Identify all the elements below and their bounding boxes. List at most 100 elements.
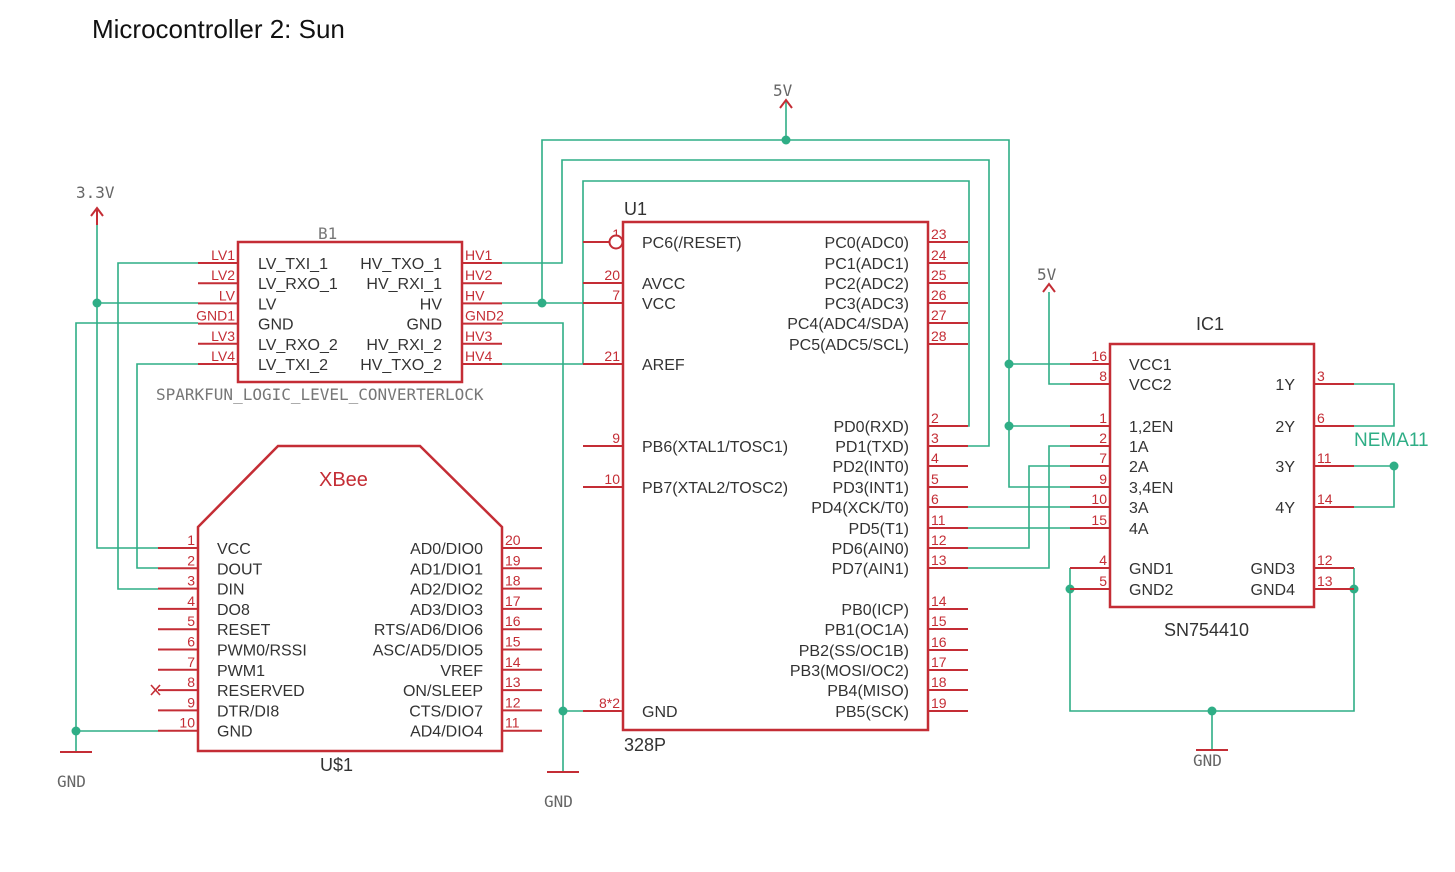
ic1-left-pin-name: 1A [1129,439,1149,456]
u1-right-pin-name: PD0(RXD) [833,419,909,436]
u1-left-pin-name: AVCC [642,276,685,293]
gnd-u1: GND [544,771,579,811]
u1-left-pin-number: 7 [612,287,620,303]
xbee-right-pin-number: 15 [505,634,521,650]
ic1-left-pin-name: GND1 [1129,561,1174,578]
ic1-right-pin-name: 4Y [1275,500,1295,517]
u1-value: 328P [624,735,666,755]
u1-right-pin-name: PB5(SCK) [835,704,909,721]
junction-u1-gnd [558,706,568,716]
b1-converter: B1 SPARKFUN_LOGIC_LEVEL_CONVERTERLOCK LV… [156,224,504,404]
power-3v3: 3.3V [76,183,115,225]
b1-left-pin-number: GND1 [196,308,235,324]
ic1-left-pin-number: 1 [1099,410,1107,426]
u1-right-pin-name: PD3(INT1) [833,480,909,497]
xbee-left-pin-number: 10 [179,715,195,731]
xbee-left-pin-number: 9 [187,694,195,710]
xbee-left-pin-number: 1 [187,532,195,548]
xbee-left-pins: 1VCC2DOUT3DIN4DO85RESET6PWM0/RSSI7PWM18R… [158,532,307,741]
xbee-left-pin-name: DOUT [217,561,263,578]
u1-right-pin-name: PC0(ADC0) [825,235,909,252]
u1-body [621,220,930,732]
junction-hv [537,298,547,308]
ic1-left-pin-name: 2A [1129,459,1149,476]
b1-left-pin-name: LV [258,296,277,313]
xbee-right-pin-number: 19 [505,552,521,568]
u1-right-pin-number: 6 [931,491,939,507]
xbee-module: XBee U$1 1VCC2DOUT3DIN4DO85RESET6PWM0/RS… [150,444,542,775]
gnd-ic1: GND [1193,749,1228,770]
u1-left-pin-name: PC6(/RESET) [642,235,742,252]
ic1-left-pins: 16VCC18VCC211,2EN21A72A93,4EN103A154A4GN… [1070,348,1174,599]
b1-right-pin-name: GND [406,317,442,334]
ic1-right-pin-name: 1Y [1275,377,1295,394]
ic1-left-pin-number: 8 [1099,368,1107,384]
xbee-left-pin-number: 5 [187,613,195,629]
u1-right-pin-number: 26 [931,287,947,303]
u1-right-pin-number: 24 [931,247,947,263]
xbee-right-pin-name: RTS/AD6/DIO6 [374,622,483,639]
ic1-ref: IC1 [1196,314,1224,334]
u1-left-pin-name: PB7(XTAL2/TOSC2) [642,480,788,497]
ic1-left-pin-name: 3,4EN [1129,480,1173,497]
ic1-left-pin-name: VCC2 [1129,377,1172,394]
ic1-left-pin-number: 5 [1099,573,1107,589]
ic1-right-pin-number: 14 [1317,491,1333,507]
xbee-right-pin-name: ASC/AD5/DIO5 [373,643,483,660]
junction-ic1-gnd-bottom [1207,706,1217,716]
u1-right-pin-name: PB1(OC1A) [825,622,909,639]
b1-left-pin-number: LV3 [211,328,235,344]
xbee-ref: U$1 [320,755,353,775]
xbee-right-pin-name: AD3/DIO3 [410,602,483,619]
b1-left-pin-number: LV2 [211,267,235,283]
gnd-ic1-label: GND [1193,751,1222,770]
wires [75,100,1395,772]
b1-left-pin-name: LV_RXO_1 [258,276,338,293]
arrow-up-icon [90,206,104,217]
u1-right-pin-name: PB3(MOSI/OC2) [790,663,909,680]
ic1-left-pin-number: 2 [1099,430,1107,446]
ic1-value: SN754410 [1164,620,1249,640]
wire-gnd2-u1gnd [502,322,564,772]
gnd-left: GND [57,751,92,791]
junction-nema-1 [1389,461,1399,471]
b1-left-pin-number: LV1 [211,247,235,263]
ic1-right-pin-name: 2Y [1275,419,1295,436]
b1-left-pin-name: LV_TXI_2 [258,357,328,374]
ic1-right-pin-name: 3Y [1275,459,1295,476]
wire-gnd1-left [75,322,198,752]
no-connect-icon [150,684,161,696]
b1-right-pin-name: HV_RXI_1 [366,276,442,293]
b1-left-pin-number: LV4 [211,348,235,364]
wire-5v-vcc2 [1048,292,1070,385]
u1-right-pin-name: PC1(ADC1) [825,256,909,273]
power-5v-top: 5V [773,81,793,109]
u1-right-pin-number: 27 [931,307,947,323]
u1-right-pin-number: 14 [931,593,947,609]
b1-body [236,240,464,384]
u1-right-pin-number: 12 [931,532,947,548]
ic1-motor-driver: IC1 SN754410 16VCC18VCC211,2EN21A72A93,4… [1070,314,1354,640]
u1-left-pin-name: PB6(XTAL1/TOSC1) [642,439,788,456]
u1-right-pin-name: PB0(ICP) [841,602,909,619]
xbee-title: XBee [319,469,368,491]
junction-3v3 [92,298,102,308]
ic1-left-pin-number: 4 [1099,552,1107,568]
b1-right-pin-number: HV [465,287,485,303]
b1-right-pin-name: HV [420,296,443,313]
u1-right-pin-number: 3 [931,430,939,446]
arrow-up-icon [1042,282,1056,293]
u1-right-pin-number: 18 [931,674,947,690]
u1-right-pin-name: PC3(ADC3) [825,296,909,313]
xbee-left-pin-number: 4 [187,593,195,609]
ic1-right-pin-name: GND4 [1251,582,1296,599]
xbee-right-pin-name: AD0/DIO0 [410,541,483,558]
b1-right-pin-number: HV4 [465,348,492,364]
u1-right-pin-number: 11 [931,512,946,528]
ic1-left-pin-name: GND2 [1129,582,1174,599]
xbee-left-pin-name: DIN [217,582,245,599]
u1-right-pin-name: PB4(MISO) [827,683,909,700]
u1-right-pin-name: PD7(AIN1) [832,561,909,578]
u1-left-pin-name: GND [642,704,678,721]
